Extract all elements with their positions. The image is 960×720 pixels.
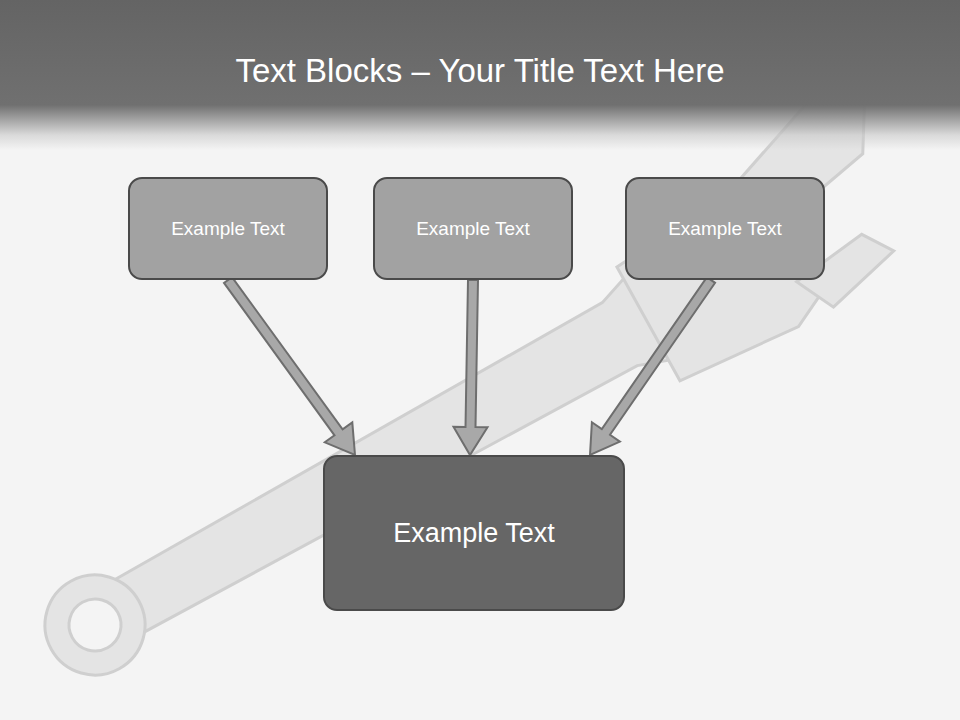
box-text: Example Text <box>159 212 297 246</box>
box-text: Example Text <box>381 512 567 555</box>
box-text: Example Text <box>656 212 794 246</box>
block-arrow <box>590 277 715 455</box>
input-box: Example Text <box>373 177 573 280</box>
result-box: Example Text <box>323 455 625 611</box>
box-text: Example Text <box>404 212 542 246</box>
block-arrow <box>454 280 488 455</box>
block-arrow <box>224 277 355 455</box>
slide-title: Text Blocks – Your Title Text Here <box>0 52 960 90</box>
input-box: Example Text <box>128 177 328 280</box>
input-box: Example Text <box>625 177 825 280</box>
